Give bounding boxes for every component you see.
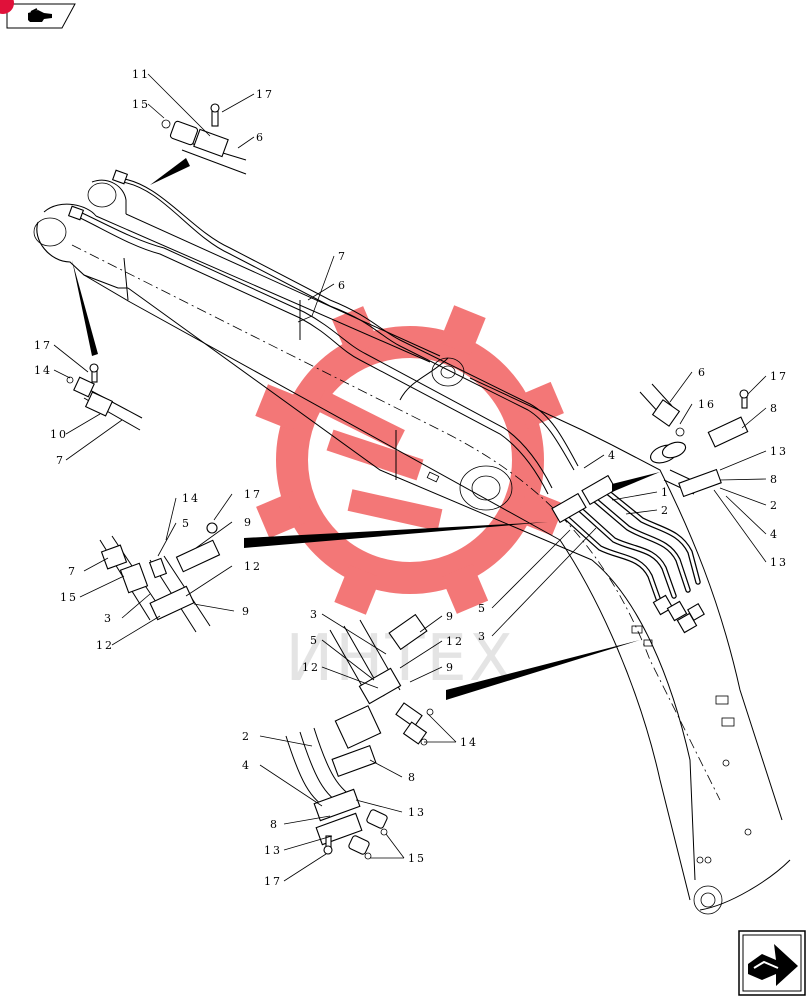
callout-11: 11: [132, 68, 150, 81]
callout-5: 5: [182, 517, 191, 530]
callout-17: 17: [264, 875, 282, 888]
callout-15: 15: [60, 591, 78, 604]
status-badge: [0, 0, 14, 14]
pointing-hand-icon: [6, 3, 76, 29]
detail-left: [66, 260, 143, 431]
callout-5: 5: [478, 602, 487, 615]
callout-15: 15: [408, 852, 426, 865]
watermark-gear-tooth: [256, 491, 307, 539]
hydraulic-lines: [67, 169, 705, 634]
leader-lines: [53, 73, 767, 882]
callout-3: 3: [478, 630, 487, 643]
callout-9: 9: [446, 661, 455, 674]
callout-7: 7: [68, 565, 77, 578]
callout-15: 15: [132, 98, 150, 111]
callout-3: 3: [104, 612, 113, 625]
callout-10: 10: [50, 428, 68, 441]
callout-13: 13: [264, 844, 282, 857]
callout-7: 7: [338, 250, 347, 263]
callout-13: 13: [770, 445, 788, 458]
callout-2: 2: [661, 504, 670, 517]
watermark-gear-tooth: [255, 384, 306, 431]
watermark-gear-tooth: [514, 489, 565, 536]
pointing-hand-icon: [738, 930, 806, 996]
callout-17: 17: [244, 488, 262, 501]
callout-12: 12: [244, 560, 262, 573]
callout-14: 14: [182, 492, 200, 505]
detail-top: [150, 103, 247, 185]
watermark-gear-teeth: [255, 305, 565, 615]
callout-17: 17: [256, 88, 274, 101]
callout-2: 2: [770, 499, 779, 512]
callout-12: 12: [302, 661, 320, 674]
callout-16: 16: [698, 398, 716, 411]
callout-8: 8: [770, 402, 779, 415]
callout-8: 8: [408, 771, 417, 784]
detail-mid-left: [99, 522, 548, 633]
boom-assembly: [33, 179, 791, 915]
callout-1: 1: [661, 486, 670, 499]
callout-6: 6: [256, 131, 265, 144]
callout-6: 6: [698, 366, 707, 379]
callout-9: 9: [446, 610, 455, 623]
callout-13: 13: [408, 806, 426, 819]
watermark-gear-tooth: [334, 564, 381, 615]
callout-12: 12: [446, 635, 464, 648]
callout-13: 13: [770, 556, 788, 569]
watermark-gear-tooth: [441, 563, 489, 614]
callout-14: 14: [460, 736, 478, 749]
callout-5: 5: [310, 634, 319, 647]
callout-17: 17: [34, 339, 52, 352]
callout-3: 3: [310, 608, 319, 621]
callout-4: 4: [242, 759, 251, 772]
callout-9: 9: [244, 516, 253, 529]
watermark-arrow-stroke: [315, 390, 405, 450]
watermark-gear-tooth: [513, 381, 564, 429]
callout-12: 12: [96, 639, 114, 652]
callout-17: 17: [770, 370, 788, 383]
callout-6: 6: [338, 279, 347, 292]
callout-8: 8: [270, 818, 279, 831]
watermark-gear-tooth: [331, 306, 379, 357]
callout-7: 7: [56, 454, 65, 467]
watermark-arrow-stroke: [347, 489, 443, 531]
watermark-gear-tooth: [439, 305, 486, 356]
previous-page-button[interactable]: [4, 3, 76, 29]
detail-lower: [285, 705, 388, 860]
callout-2: 2: [242, 730, 251, 743]
detail-right: [612, 383, 749, 498]
callout-4: 4: [770, 528, 779, 541]
detail-mid-center: [329, 613, 640, 746]
callout-labels: 11 15 17 6 7 6 17 14 10 7 14 17 5 9 7 15…: [34, 68, 788, 888]
next-page-button[interactable]: [738, 930, 806, 996]
callout-14: 14: [34, 364, 52, 377]
callout-8: 8: [770, 473, 779, 486]
callout-9: 9: [242, 605, 251, 618]
callout-4: 4: [608, 449, 617, 462]
